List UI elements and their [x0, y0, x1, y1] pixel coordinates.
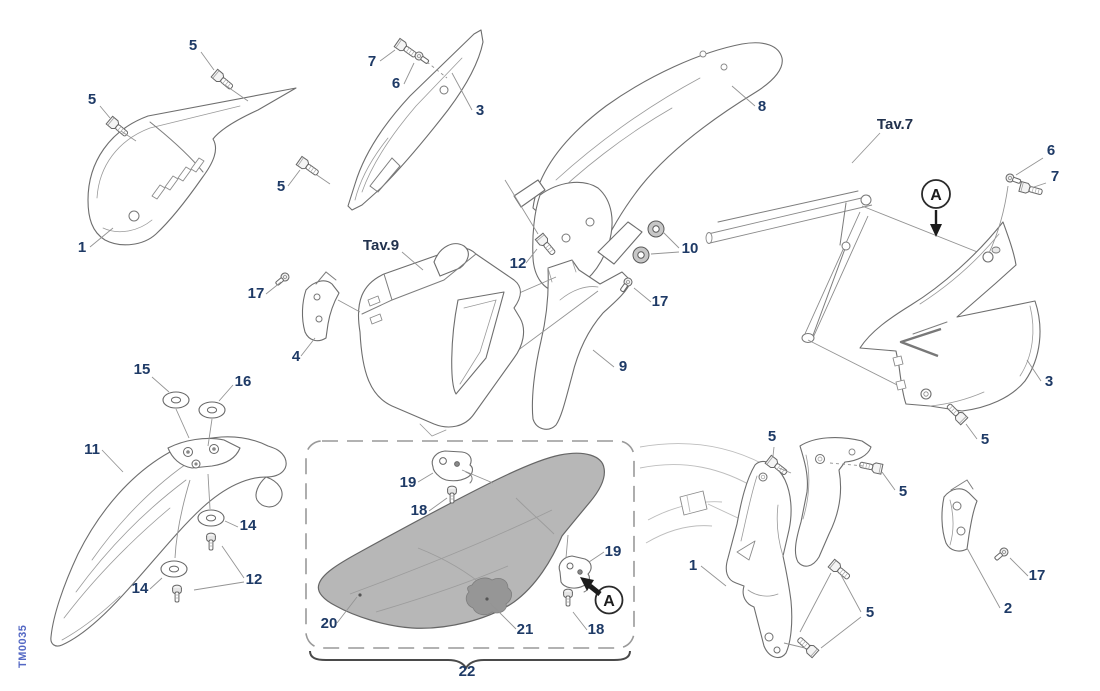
part-11-front-fender — [50, 436, 287, 647]
bolt-icon — [1018, 181, 1044, 198]
callout-2: 2 — [1004, 600, 1012, 617]
seat-assembly-box — [305, 440, 635, 649]
airbox-tav9 — [357, 243, 525, 437]
washer-icon — [197, 509, 225, 527]
part-20-seat — [317, 452, 605, 629]
washer-icon — [162, 391, 190, 409]
bolt-icon — [172, 584, 182, 603]
callout-5: 5 — [866, 604, 874, 621]
callout-1: 1 — [78, 239, 86, 256]
callout-12: 12 — [510, 255, 527, 272]
callout-3: 3 — [1045, 373, 1053, 390]
callout-6: 6 — [392, 75, 400, 92]
callout-7: 7 — [368, 53, 376, 70]
bolt-icon — [210, 68, 236, 92]
screw-icon — [563, 588, 573, 607]
bolt-icon — [858, 459, 884, 475]
bolt-icon — [206, 532, 216, 551]
part-3-right-side-panel — [859, 221, 1041, 412]
callout-5: 5 — [981, 431, 989, 448]
callout-11: 11 — [84, 441, 100, 458]
callout-5: 5 — [277, 178, 285, 195]
view-marker-label: A — [603, 593, 615, 610]
part-21-seat-patch — [465, 577, 512, 616]
callout-17: 17 — [248, 285, 265, 302]
callout-16: 16 — [235, 373, 252, 390]
subframe-tav7 — [705, 190, 873, 343]
screw-icon — [273, 270, 292, 288]
screw-icon — [992, 545, 1011, 563]
part-2-bracket — [941, 479, 978, 552]
bolt-icon — [295, 155, 321, 179]
callout-4: 4 — [292, 348, 301, 365]
part-3-left-panel — [347, 29, 484, 211]
spacer-icon — [412, 49, 431, 67]
callout-3: 3 — [476, 102, 484, 119]
callout-14: 14 — [132, 580, 149, 597]
group-22-brace — [309, 650, 631, 670]
callout-14: 14 — [240, 517, 257, 534]
callout-labels: 5 5 1 7 6 3 5 8 10 12 17 9 Tav.9 17 4 Ta… — [78, 37, 1059, 680]
callout-17: 17 — [652, 293, 669, 310]
bolt-icon — [827, 558, 853, 582]
callout-15: 15 — [134, 361, 151, 378]
callout-18: 18 — [411, 502, 428, 519]
view-marker-label: A — [930, 187, 942, 204]
callout-18: 18 — [588, 621, 605, 638]
callout-6: 6 — [1047, 142, 1055, 159]
part-8-rear-fender — [513, 42, 783, 297]
callout-21: 21 — [517, 621, 534, 638]
drawing-code-watermark: TM0035 — [17, 625, 29, 668]
grommet-icon — [647, 220, 665, 238]
callout-19: 19 — [400, 474, 417, 491]
part-1-shroud-pair — [725, 437, 872, 659]
grommet-icon — [632, 246, 650, 264]
washer-icon — [198, 401, 226, 419]
callout-9: 9 — [619, 358, 627, 375]
part-1-left-side-panel — [87, 87, 297, 246]
callout-5: 5 — [189, 37, 197, 54]
callout-19: 19 — [605, 543, 622, 560]
callout-20: 20 — [321, 615, 338, 632]
part-19-bracket — [431, 450, 473, 484]
part-4-bracket — [301, 271, 340, 342]
ref-label-tav7: Tav.7 — [877, 116, 913, 133]
callout-5: 5 — [768, 428, 776, 445]
callout-7: 7 — [1051, 168, 1059, 185]
callout-8: 8 — [758, 98, 766, 115]
ref-label-tav9: Tav.9 — [363, 237, 399, 254]
callout-10: 10 — [682, 240, 699, 257]
callout-5: 5 — [88, 91, 96, 108]
callout-12: 12 — [246, 571, 263, 588]
callout-22: 22 — [459, 663, 476, 680]
screw-icon — [1004, 172, 1023, 187]
washer-icon — [160, 560, 188, 578]
callout-5: 5 — [899, 483, 907, 500]
callout-17: 17 — [1029, 567, 1046, 584]
view-marker-a-seat: A — [580, 577, 624, 615]
callout-1: 1 — [689, 557, 697, 574]
part-9-splash-guard — [531, 259, 632, 430]
view-marker-a-right: A — [921, 179, 951, 237]
